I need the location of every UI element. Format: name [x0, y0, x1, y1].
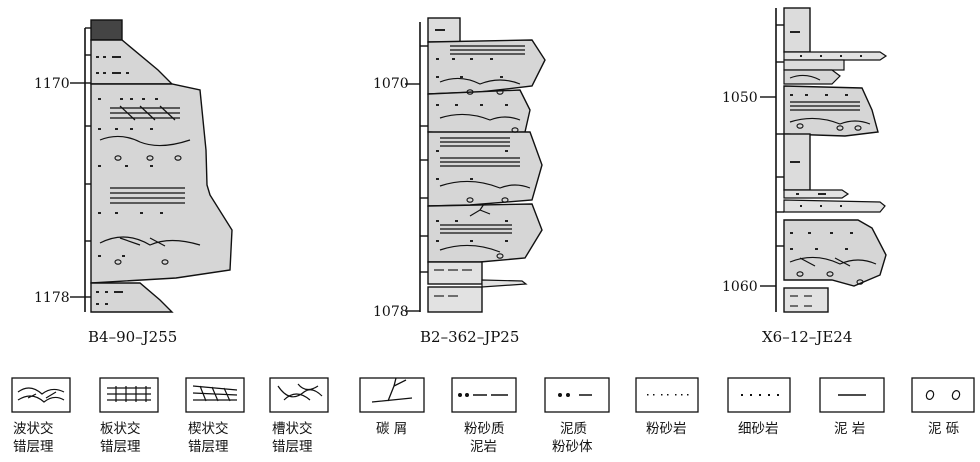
- legend-item-wedge-cross-bedding: 楔状交 错层理: [186, 378, 244, 455]
- svg-text:槽状交: 槽状交: [272, 420, 313, 437]
- svg-text:粉砂质: 粉砂质: [464, 421, 505, 437]
- legend-item-trough-cross-bedding: 槽状交 错层理: [270, 378, 328, 455]
- depth-label: 1178: [34, 290, 70, 306]
- tabular-bedding-icon: [107, 386, 151, 402]
- mudstone-layer: [784, 8, 810, 52]
- legend-item-mudstone: 泥 岩: [820, 378, 884, 437]
- column-title: B4–90–J255: [88, 328, 177, 346]
- svg-text:波状交: 波状交: [13, 420, 54, 437]
- svg-text:错层理: 错层理: [13, 439, 54, 455]
- column-x6: 1050 1060 X6–12–JE24: [722, 8, 886, 346]
- svg-text:粉砂岩: 粉砂岩: [646, 421, 687, 437]
- muddy-siltstone-layer: [784, 288, 828, 312]
- legend: 波状交 错层理 板状交 错层理 楔状交 错层理 槽状交 错层理 碳 屑: [12, 378, 974, 455]
- column-b4: 1170 1178 B4–90–J255: [34, 20, 232, 346]
- svg-text:泥岩: 泥岩: [470, 439, 497, 455]
- column-title: X6–12–JE24: [762, 328, 852, 346]
- svg-text:错层理: 错层理: [100, 439, 141, 455]
- sandstone-body: [91, 84, 232, 283]
- column-title: B2–362–JP25: [420, 328, 519, 346]
- fine-sandstone-lens: [784, 200, 885, 212]
- muddy-siltstone-layer: [428, 287, 482, 312]
- fine-sandstone-lens: [784, 52, 886, 60]
- legend-item-siltstone: 粉砂岩: [636, 378, 698, 437]
- sandstone-body: [428, 40, 545, 94]
- legend-item-tabular-cross-bedding: 板状交 错层理: [100, 378, 158, 455]
- svg-text:细砂岩: 细砂岩: [738, 421, 779, 437]
- svg-text:粉砂体: 粉砂体: [552, 439, 593, 455]
- silty-mudstone-layer: [91, 40, 172, 84]
- legend-item-mud-gravel: 泥 砾: [912, 378, 974, 437]
- svg-text:错层理: 错层理: [188, 439, 229, 455]
- sandstone-body: [428, 132, 542, 206]
- svg-text:泥 砾: 泥 砾: [928, 421, 959, 437]
- depth-label: 1078: [373, 304, 409, 320]
- fine-sandstone-lens: [482, 280, 526, 287]
- depth-label: 1050: [722, 90, 758, 106]
- legend-item-carbon-debris: 碳 屑: [360, 378, 424, 437]
- coal-layer: [91, 20, 122, 40]
- legend-item-silty-mudstone: 粉砂质 泥岩: [452, 378, 516, 455]
- silty-mudstone-lens: [784, 190, 848, 198]
- depth-label: 1170: [34, 76, 70, 92]
- svg-text:楔状交: 楔状交: [188, 420, 229, 437]
- svg-text:板状交: 板状交: [100, 420, 141, 437]
- sandstone-body: [784, 86, 878, 136]
- legend-item-fine-sandstone: 细砂岩: [728, 378, 790, 437]
- siltstone-base-layer: [91, 283, 172, 312]
- siltstone-icon: [647, 394, 689, 396]
- depth-label: 1070: [373, 76, 409, 92]
- svg-text:泥 岩: 泥 岩: [834, 421, 865, 437]
- depth-label: 1060: [722, 279, 758, 295]
- svg-text:泥质: 泥质: [560, 421, 587, 437]
- legend-item-wavy-cross-bedding: 波状交 错层理: [12, 378, 70, 455]
- svg-text:错层理: 错层理: [272, 439, 313, 455]
- legend-item-muddy-siltstone: 泥质 粉砂体: [545, 378, 609, 455]
- svg-text:碳 屑: 碳 屑: [376, 421, 407, 437]
- muddy-siltstone-layer: [428, 262, 482, 284]
- column-b2: 1070 1078 B2–362–JP25: [373, 18, 545, 346]
